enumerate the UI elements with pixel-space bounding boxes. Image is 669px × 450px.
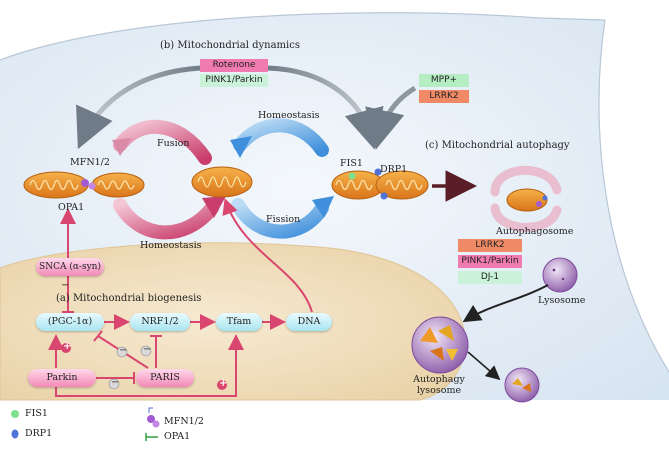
label-fis1: FIS1 <box>340 158 363 169</box>
mitochondrion-right <box>331 170 429 200</box>
label-autophagosome: Autophagosome <box>496 226 574 237</box>
node-parkin: Parkin <box>28 369 96 387</box>
label-fusion: Fusion <box>157 138 190 149</box>
label-fission: Fission <box>266 214 301 225</box>
legend-mfn-icon <box>147 407 160 428</box>
arrow-parkin-to-tfam <box>55 334 244 397</box>
legend-drp1-label: DRP1 <box>25 428 53 439</box>
mfn-dot-a <box>81 179 89 187</box>
tag-pink1-parkin-mid: PINK1/Parkin <box>458 255 522 268</box>
legend-opa1-icon <box>145 433 158 441</box>
legend-drp1-icon <box>11 429 19 439</box>
label-autophagy-lysosome: Autophagy lysosome <box>413 374 465 396</box>
label-drp1: DRP1 <box>380 164 408 175</box>
node-dna: DNA <box>286 313 332 331</box>
fission-arc <box>231 198 329 239</box>
mitochondrion-left-b <box>91 172 145 198</box>
fis1-dot <box>348 172 356 180</box>
node-paris: PARIS <box>136 369 194 387</box>
plus-sign-parkin-pgc <box>61 343 71 353</box>
label-minus-snca: − <box>61 280 70 291</box>
autophagosome-shape <box>490 165 562 232</box>
lysosome-shape <box>542 257 578 293</box>
minus-sign-parkin-paris <box>108 378 120 390</box>
cell-membrane <box>0 12 606 61</box>
node-tfam: Tfam <box>216 313 262 331</box>
minus-sign-paris-nrf <box>140 345 152 357</box>
legend-mfn12-label: MFN1/2 <box>164 416 204 427</box>
arrow-dna-to-mitochondrion <box>222 198 313 313</box>
minus-glyph-paris-nrf: − <box>143 344 152 355</box>
tag-rotenone: Rotenone <box>200 59 268 72</box>
minus-glyph-parkin-paris: − <box>111 377 120 388</box>
minus-glyph-paris-pgc: − <box>119 345 128 356</box>
legend-fis1-icon <box>11 410 19 418</box>
tag-lrrk2-mid: LRRK2 <box>458 239 522 252</box>
autophagy-lysosome-shape <box>411 316 469 374</box>
label-mfn12: MFN1/2 <box>70 157 110 168</box>
gray-arc-left <box>76 65 201 150</box>
gray-arc-mpp <box>365 85 417 150</box>
homeostasis-arc-left <box>113 198 219 240</box>
label-opa1: OPA1 <box>58 202 85 213</box>
section-title-biogenesis: (a) Mitochondrial biogenesis <box>56 293 202 304</box>
mitochondrion-left-a <box>23 171 89 199</box>
plus-glyph-parkin-tfam: + <box>219 378 228 389</box>
drp1-dot-a <box>374 168 382 176</box>
minus-sign-paris-pgc <box>116 346 128 358</box>
mitochondrion-center <box>191 166 253 198</box>
legend-opa1-label: OPA1 <box>164 431 191 442</box>
fusion-arc <box>113 119 212 165</box>
lysosome-small-shape <box>504 367 540 403</box>
node-snca: SNCA (α-syn) <box>36 258 104 276</box>
tag-lrrk2-top: LRRK2 <box>419 90 469 103</box>
node-nrf12: NRF1/2 <box>130 313 190 331</box>
plus-glyph-parkin-pgc: + <box>63 341 72 352</box>
section-title-dynamics: (b) Mitochondrial dynamics <box>160 40 300 51</box>
section-title-autophagy: (c) Mitochondrial autophagy <box>425 140 570 151</box>
tag-dj1: DJ-1 <box>458 271 522 284</box>
mfn-dot-b <box>88 182 96 190</box>
drp1-dot-b <box>380 192 388 200</box>
legend-fis1-label: FIS1 <box>25 408 48 419</box>
label-lysosome: Lysosome <box>538 295 586 306</box>
label-homeostasis-left: Homeostasis <box>140 240 202 251</box>
plus-sign-parkin-tfam <box>217 380 227 390</box>
label-homeostasis-top: Homeostasis <box>258 110 320 121</box>
node-pgc1a: (PGC-1α) <box>36 313 104 331</box>
arrow-to-autophagy-lysosome <box>462 284 549 323</box>
tag-pink1-parkin-top: PINK1/Parkin <box>200 74 268 87</box>
tag-mpp: MPP+ <box>419 74 469 87</box>
